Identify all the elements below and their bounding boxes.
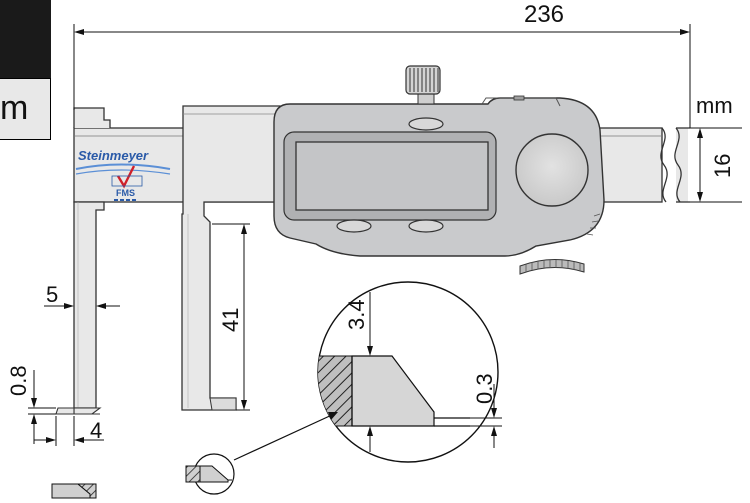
sliding-jaw xyxy=(181,105,281,411)
label-jaw-width: 5 xyxy=(46,282,58,307)
label-detail-tip: 0.3 xyxy=(472,373,497,404)
label-jaw-depth: 41 xyxy=(218,308,243,332)
brand-sub: FMS xyxy=(116,188,135,198)
label-tip-thickness: 0.8 xyxy=(6,365,31,396)
corner-tab-light xyxy=(0,78,51,140)
section-icon-right xyxy=(185,465,232,483)
dim-tip-length: 4 xyxy=(34,416,104,446)
brand-name: Steinmeyer xyxy=(78,148,149,163)
display-housing xyxy=(273,95,605,275)
label-total-length: 236 xyxy=(524,1,564,28)
section-icon-left xyxy=(51,483,97,499)
brand-logo: Steinmeyer FMS xyxy=(75,148,171,201)
fixed-jaw xyxy=(55,201,105,415)
dim-beam-height: mm 16 xyxy=(690,93,742,203)
dim-total-length: 236 xyxy=(73,1,691,128)
dim-tip-thickness: 0.8 xyxy=(6,365,56,444)
label-unit: mm xyxy=(696,93,733,118)
label-beam-height: 16 xyxy=(710,154,735,178)
lock-screw xyxy=(405,65,441,105)
corner-tab-dark xyxy=(0,0,51,78)
dim-jaw-depth: 41 xyxy=(212,223,250,411)
dim-jaw-width: 5 xyxy=(44,282,120,309)
label-tip-length: 4 xyxy=(90,418,102,443)
detail-view: 3.4 0.3 xyxy=(317,281,502,463)
label-detail-height: 3.4 xyxy=(344,299,369,330)
